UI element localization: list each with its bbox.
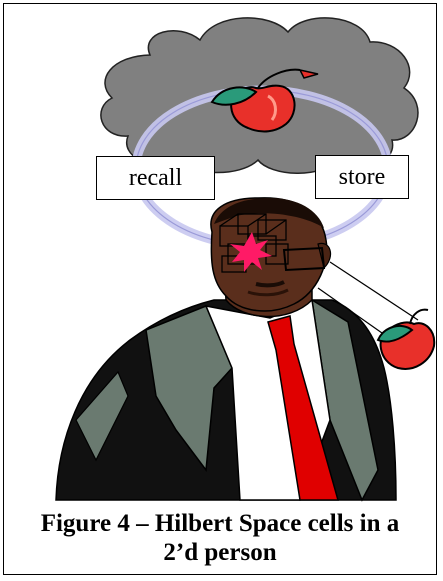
- caption-line-2: 2’d person: [6, 538, 434, 567]
- recall-label-box: recall: [96, 156, 215, 200]
- figure-caption: Figure 4 – Hilbert Space cells in a 2’d …: [6, 509, 434, 567]
- recall-label: recall: [129, 165, 182, 192]
- apple-icon: [378, 310, 434, 369]
- store-label: store: [339, 164, 386, 191]
- store-label-box: store: [315, 155, 409, 199]
- person-figure: [56, 198, 396, 500]
- caption-line-1: Figure 4 – Hilbert Space cells in a: [6, 509, 434, 538]
